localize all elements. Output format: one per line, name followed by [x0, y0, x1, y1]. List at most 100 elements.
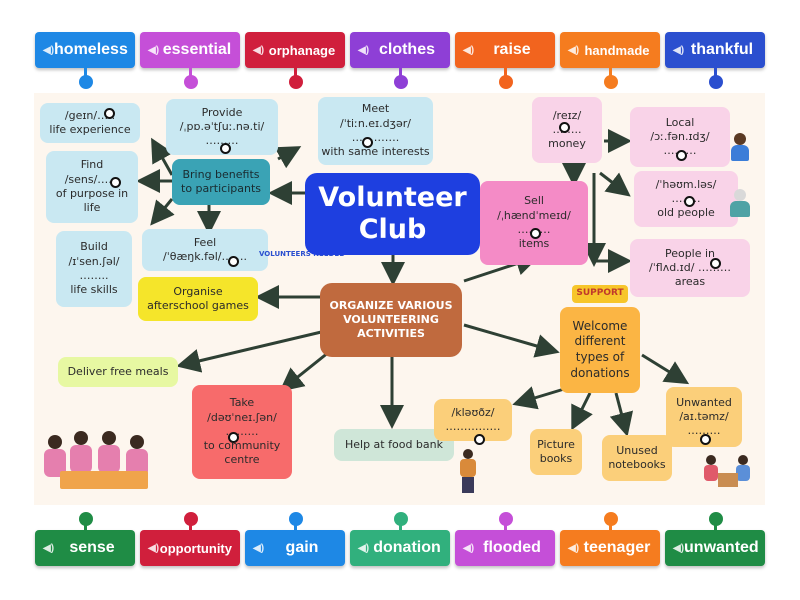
- support-badge: SUPPORT: [572, 285, 628, 303]
- speaker-icon: ◀): [148, 542, 160, 554]
- word-label: teenager: [583, 539, 651, 556]
- pin-stem: [84, 520, 87, 530]
- word-tile-essential[interactable]: ◀) essential: [140, 32, 240, 68]
- speaker-icon: ◀): [568, 542, 580, 554]
- pin-handle[interactable]: [184, 512, 198, 526]
- word-label: donation: [373, 539, 441, 556]
- node-feel: Feel /ˈθæŋk.fəl/…….: [142, 229, 268, 271]
- node-deliver-meals: Deliver free meals: [58, 357, 178, 387]
- pin-stem: [609, 520, 612, 530]
- speaker-icon: ◀): [463, 44, 475, 56]
- pin-handle[interactable]: [289, 75, 303, 89]
- word-label: raise: [493, 41, 531, 58]
- word-label: essential: [162, 41, 232, 58]
- node-find-purpose: Find /sens/…… of purpose in life: [46, 151, 138, 223]
- pin-stem: [294, 68, 297, 80]
- drop-target-homeless[interactable]: [684, 196, 695, 207]
- node-take-donation: Take /dəʊˈneɪ.ʃən/ ……… to community cent…: [192, 385, 292, 479]
- speaker-icon: ◀): [43, 542, 55, 554]
- word-tile-flooded[interactable]: ◀) flooded: [455, 530, 555, 566]
- node-gain-life-experience: /geɪn/….. life experience: [40, 103, 140, 143]
- word-label: sense: [69, 539, 115, 556]
- pin-handle[interactable]: [499, 512, 513, 526]
- node-local-orphanage: Local /ɔː.fən.ɪdʒ/ ………: [630, 107, 730, 167]
- pin-handle[interactable]: [709, 75, 723, 89]
- pin-stem: [189, 68, 192, 80]
- pin-stem: [504, 68, 507, 80]
- drop-target-orphanage[interactable]: [676, 150, 687, 161]
- elderly-care-illustration: [726, 189, 754, 219]
- pin-stem: [84, 68, 87, 80]
- pin-stem: [189, 520, 192, 530]
- pin-handle[interactable]: [79, 75, 93, 89]
- pin-handle[interactable]: [709, 512, 723, 526]
- node-build-skills: Build /ɪˈsen.ʃəl/ …….. life skills: [56, 231, 132, 307]
- drop-target-clothes[interactable]: [474, 434, 485, 445]
- pin-handle[interactable]: [184, 75, 198, 89]
- pin-handle[interactable]: [604, 75, 618, 89]
- pin-handle[interactable]: [79, 512, 93, 526]
- drop-target-donation[interactable]: [228, 432, 239, 443]
- drop-target-sense[interactable]: [110, 177, 121, 188]
- word-label: opportunity: [159, 540, 232, 556]
- word-label: clothes: [378, 41, 435, 58]
- word-tile-opportunity[interactable]: ◀) opportunity: [140, 530, 240, 566]
- node-bring-benefits: Bring benefits to participants: [172, 159, 270, 205]
- pin-stem: [399, 520, 402, 530]
- word-tile-teenager[interactable]: ◀) teenager: [560, 530, 660, 566]
- connector-arrows: [136, 129, 690, 437]
- pin-stem: [504, 520, 507, 530]
- word-tile-homeless[interactable]: ◀) homeless: [35, 32, 135, 68]
- speaker-icon: ◀): [148, 44, 160, 56]
- node-picture-books: Picture books: [530, 429, 582, 475]
- word-label: orphanage: [268, 42, 336, 58]
- word-tile-raise[interactable]: ◀) raise: [455, 32, 555, 68]
- volunteers-cooking-illustration: [44, 425, 156, 495]
- word-label: thankful: [690, 41, 754, 58]
- center-organize-activities: ORGANIZE VARIOUS VOLUNTEERING ACTIVITIES: [320, 283, 462, 357]
- node-welcome-donations: Welcome different types of donations: [560, 307, 640, 393]
- pin-handle[interactable]: [394, 75, 408, 89]
- drop-target-teenager[interactable]: [362, 137, 373, 148]
- drop-target-gain[interactable]: [104, 108, 115, 119]
- node-meet: Meet /ˈtiːn.eɪ.dʒər/ …………. with same int…: [318, 97, 433, 165]
- speaker-icon: ◀): [358, 44, 370, 56]
- word-tile-thankful[interactable]: ◀) thankful: [665, 32, 765, 68]
- drop-target-raise[interactable]: [559, 122, 570, 133]
- drop-target-thankful[interactable]: [228, 256, 239, 267]
- pin-handle[interactable]: [499, 75, 513, 89]
- speaker-icon: ◀): [253, 44, 265, 56]
- word-tile-sense[interactable]: ◀) sense: [35, 530, 135, 566]
- node-homeless-old-people: /ˈhəʊm.ləs/ …….. old people: [634, 171, 738, 227]
- speaker-icon: ◀): [673, 44, 685, 56]
- pin-stem: [399, 68, 402, 80]
- speaker-icon: ◀): [43, 44, 55, 56]
- drop-target-opportunity[interactable]: [220, 143, 231, 154]
- node-flooded-areas: People in /ˈflʌd.ɪd/ ……… areas: [630, 239, 750, 297]
- speaker-icon: ◀): [463, 542, 475, 554]
- word-tile-orphanage[interactable]: ◀) orphanage: [245, 32, 345, 68]
- word-label: gain: [285, 539, 319, 556]
- drop-target-flooded[interactable]: [710, 258, 721, 269]
- word-tile-gain[interactable]: ◀) gain: [245, 530, 345, 566]
- pin-stem: [714, 68, 717, 80]
- drop-target-unwanted[interactable]: [700, 434, 711, 445]
- donation-sorting-illustration: [702, 453, 758, 489]
- pin-handle[interactable]: [604, 512, 618, 526]
- word-label: unwanted: [684, 539, 759, 556]
- drop-target-handmade[interactable]: [530, 228, 541, 239]
- volunteers-needed-logo: VOLUNTEERS NEEDED: [258, 250, 346, 259]
- volunteer-with-box-illustration: [458, 449, 478, 495]
- word-tile-donation[interactable]: ◀) donation: [350, 530, 450, 566]
- children-reading-illustration: [728, 133, 752, 163]
- pin-handle[interactable]: [394, 512, 408, 526]
- word-tile-clothes[interactable]: ◀) clothes: [350, 32, 450, 68]
- word-tile-handmade[interactable]: ◀) handmade: [560, 32, 660, 68]
- speaker-icon: ◀): [673, 542, 685, 554]
- word-tile-unwanted[interactable]: ◀) unwanted: [665, 530, 765, 566]
- speaker-icon: ◀): [358, 542, 370, 554]
- pin-stem: [294, 520, 297, 530]
- node-clothes: /kləʊðz/ ……………: [434, 399, 512, 441]
- node-food-bank: Help at food bank: [334, 429, 454, 461]
- pin-handle[interactable]: [289, 512, 303, 526]
